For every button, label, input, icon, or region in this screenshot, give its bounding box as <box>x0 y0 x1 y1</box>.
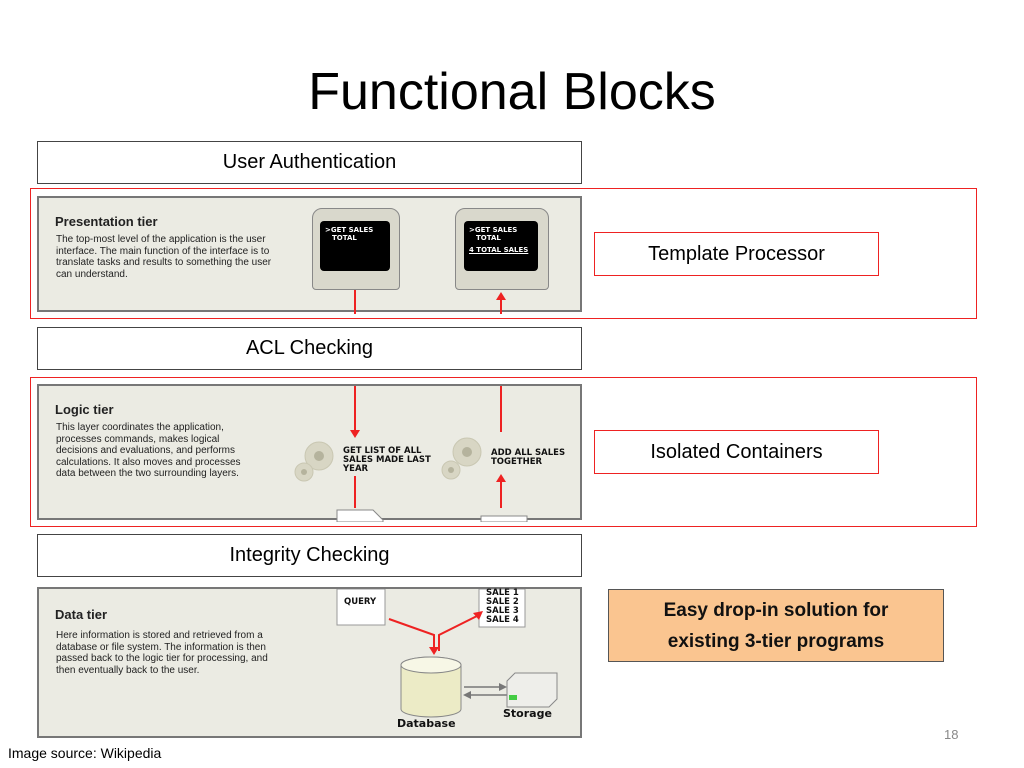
callout-line-2: existing 3-tier programs <box>667 630 885 652</box>
callout-line-1: Easy drop-in solution for <box>663 599 889 621</box>
presentation-frame <box>30 188 977 319</box>
monitor-2-line2: TOTAL <box>476 234 501 242</box>
user-authentication-box: User Authentication <box>37 141 582 184</box>
monitor-1-icon: >GET SALES TOTAL <box>312 208 400 290</box>
template-processor-box: Template Processor <box>594 232 879 276</box>
image-source: Image source: Wikipedia <box>8 745 162 761</box>
storage-label: Storage <box>503 707 552 720</box>
logic-tier-title: Logic tier <box>55 402 114 417</box>
sale-item: SALE 4 <box>486 615 519 625</box>
presentation-tier-desc: The top-most level of the application is… <box>56 234 272 280</box>
query-label: QUERY <box>344 597 377 607</box>
isolated-containers-box: Isolated Containers <box>594 430 879 474</box>
logic-tier-desc: This layer coordinates the application, … <box>56 422 241 480</box>
slide-title: Functional Blocks <box>308 63 716 121</box>
logic-arrows <box>294 386 528 522</box>
logic-tier-panel: Logic tier This layer coordinates the ap… <box>37 384 582 522</box>
sale-item: SALE 2 <box>486 597 519 607</box>
acl-checking-box: ACL Checking <box>37 327 582 370</box>
data-tier-title: Data tier <box>55 607 108 622</box>
monitor-1-line2: TOTAL <box>332 234 357 242</box>
monitor-2-screen: >GET SALES TOTAL 4 TOTAL SALES <box>464 221 538 271</box>
presentation-arrows <box>354 290 506 314</box>
logic-step-2: ADD ALL SALES TOGETHER <box>491 448 566 467</box>
database-label: Database <box>397 717 456 730</box>
monitor-2-line3: 4 TOTAL SALES <box>469 246 529 254</box>
data-tier-graphics <box>336 589 558 718</box>
presentation-tier-panel: Presentation tier The top-most level of … <box>37 196 582 314</box>
sale-item: SALE 1 <box>486 588 519 598</box>
page-number: 18 <box>944 727 959 742</box>
monitor-2-line1: >GET SALES <box>469 226 518 234</box>
monitor-1-line1: >GET SALES <box>325 226 374 234</box>
sale-item: SALE 3 <box>486 606 519 616</box>
drop-in-callout: Easy drop-in solution for existing 3-tie… <box>608 589 944 662</box>
presentation-tier-title: Presentation tier <box>55 214 158 229</box>
data-tier-desc: Here information is stored and retrieved… <box>56 630 268 676</box>
logic-step-1: GET LIST OF ALL SALES MADE LAST YEAR <box>343 446 431 474</box>
integrity-checking-box: Integrity Checking <box>37 534 582 577</box>
monitor-1-screen: >GET SALES TOTAL <box>320 221 390 271</box>
data-tier-panel: Data tier Here information is stored and… <box>37 587 582 738</box>
logic-frame <box>30 377 977 527</box>
sales-list: SALE 1 SALE 2 SALE 3 SALE 4 <box>486 589 519 625</box>
monitor-2-icon: >GET SALES TOTAL 4 TOTAL SALES <box>455 208 549 290</box>
